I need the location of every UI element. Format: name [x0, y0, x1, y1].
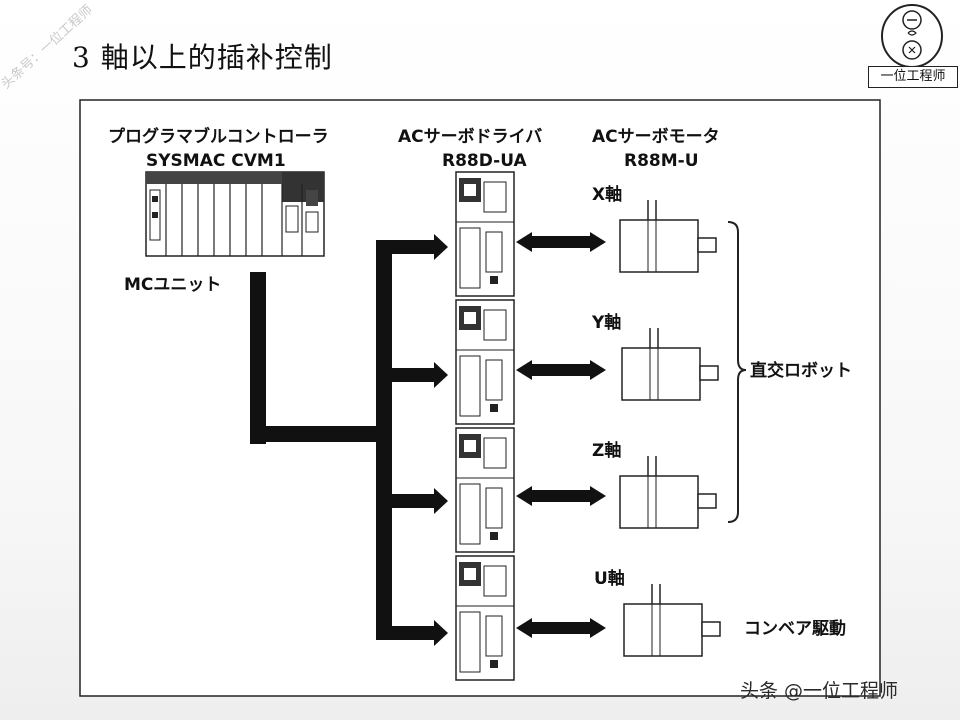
robot-label: 直交ロボット: [750, 360, 852, 381]
axis-label-x: X軸: [592, 184, 622, 205]
servo-driver-icon: [455, 299, 515, 425]
driver-label-line1: ACサーボドライバ: [398, 127, 542, 147]
watermark-bottom: 头条 @一位工程师: [740, 680, 899, 702]
motor-label-line2: R88M-U: [624, 151, 699, 171]
mc-unit-label: MCユニット: [124, 275, 221, 295]
driver-motor-link: [516, 232, 606, 638]
axis-label-u: U軸: [594, 568, 625, 589]
axis-label-y: Y軸: [591, 312, 621, 333]
driver-label-line2: R88D-UA: [442, 151, 528, 171]
servo-driver-icon: [455, 427, 515, 553]
servo-motor-icon: [619, 200, 717, 273]
motor-label-line1: ACサーボモータ: [592, 127, 720, 147]
plc-unit-icon: [145, 171, 325, 257]
plc-label-line1: プログラマブルコントローラ: [108, 126, 329, 147]
conveyor-label: コンベア駆動: [744, 618, 846, 639]
logo-icon: [881, 4, 943, 68]
servo-driver-icon: [455, 171, 515, 297]
servo-motor-icon: [623, 584, 721, 657]
servo-motor-icon: [619, 456, 717, 529]
plc-label-line2: SYSMAC CVM1: [146, 151, 286, 171]
axis-label-z: Z軸: [592, 440, 621, 461]
robot-group-bracket: [727, 221, 747, 523]
logo-text: 一位工程师: [868, 66, 958, 88]
servo-motor-icon: [621, 328, 719, 401]
servo-driver-icon: [455, 555, 515, 681]
connection-bus: [250, 234, 448, 646]
slide-title: 3 軸以上的插补控制: [72, 41, 333, 74]
